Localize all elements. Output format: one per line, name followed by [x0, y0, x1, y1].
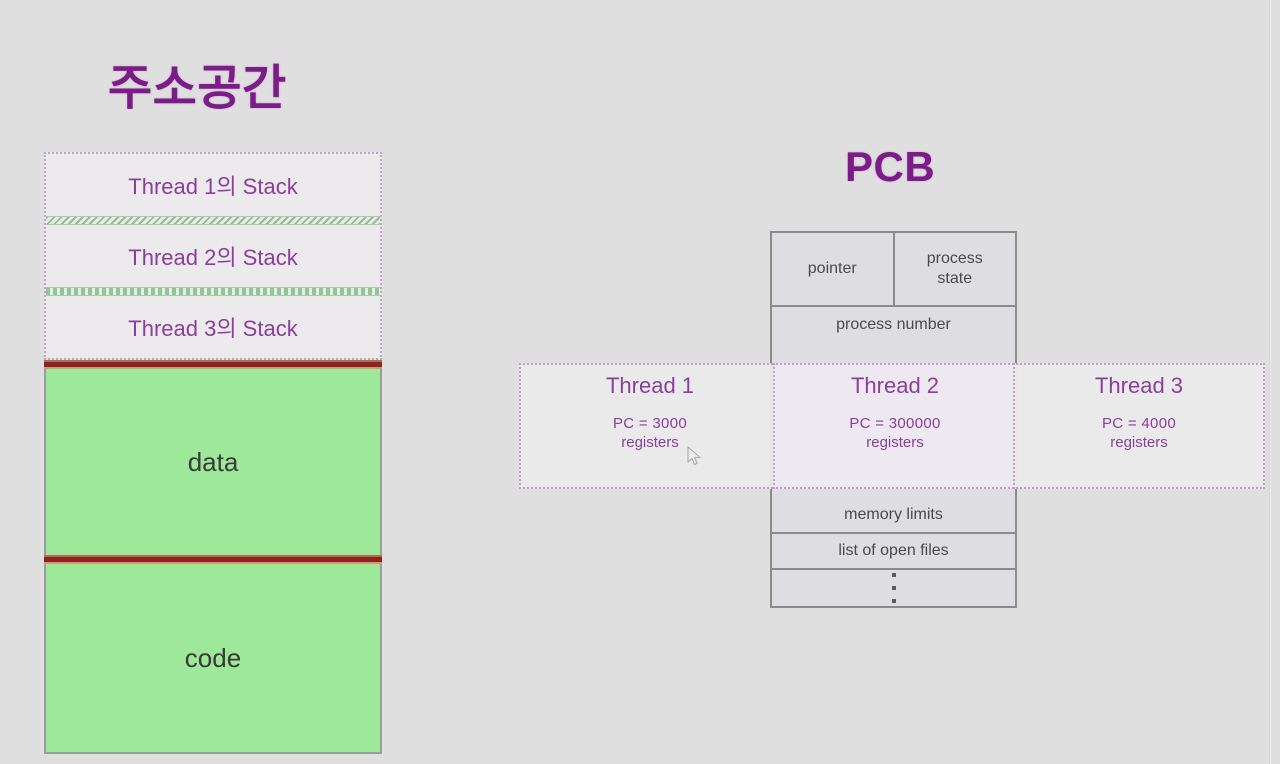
pcb-cell-label: process number	[836, 316, 951, 333]
memory-block-label: data	[187, 446, 239, 477]
thread-stack-label: Thread 1의 Stack	[128, 174, 298, 199]
thread-pc: PC = 4000	[1101, 415, 1176, 432]
pcb-row-process-number: process number	[772, 307, 1015, 343]
stack-separator-zigzag	[46, 216, 380, 225]
pcb-cell-open-files: list of open files	[772, 534, 1015, 568]
pcb-cell-process-state: process state	[895, 233, 1016, 305]
pcb-cell-pointer: pointer	[772, 233, 895, 305]
mouse-cursor-icon	[687, 446, 702, 466]
thread-stack-row: Thread 3의 Stack	[46, 296, 380, 358]
stack-separator-dotted	[46, 287, 380, 296]
pcb-cell-memory-limits: memory limits	[772, 498, 1015, 532]
thread-pc: PC = 300000	[849, 415, 941, 432]
address-space-title: 주소공간	[108, 62, 287, 115]
thread-stack-label: Thread 2의 Stack	[128, 245, 298, 270]
thread-registers: registers	[1110, 434, 1168, 451]
memory-block-data: data	[44, 369, 382, 555]
segment-divider-top	[44, 360, 382, 369]
thread-title: Thread 1	[605, 373, 695, 398]
thread-stack-row: Thread 1의 Stack	[46, 154, 380, 216]
vertical-ellipsis-icon	[891, 573, 896, 603]
thread-registers: registers	[866, 434, 924, 451]
pcb-cell-label: memory limits	[844, 506, 943, 523]
thread-box-3: Thread 3 PC = 4000 registers	[1013, 363, 1265, 489]
pcb-title: PCB	[845, 143, 936, 190]
memory-block-label: code	[184, 642, 242, 673]
memory-block-code: code	[44, 564, 382, 754]
pcb-table-top: pointer process state process number	[770, 231, 1017, 345]
thread-box-1: Thread 1 PC = 3000 registers	[519, 363, 781, 489]
pcb-table-bottom: memory limits list of open files	[770, 498, 1017, 608]
thread-pc: PC = 3000	[612, 415, 687, 432]
pcb-row-pointer-state: pointer process state	[772, 233, 1015, 307]
thread-title: Thread 2	[850, 373, 940, 398]
pcb-cell-label: pointer	[807, 260, 857, 277]
pcb-row-open-files: list of open files	[772, 534, 1015, 570]
pcb-row-continuation	[772, 570, 1015, 606]
pcb-row-memory-limits: memory limits	[772, 498, 1015, 534]
thread-stacks-box: Thread 1의 Stack Thread 2의 Stack Thread 3…	[44, 152, 382, 360]
pcb-cell-process-number: process number	[772, 307, 1015, 343]
thread-stack-row: Thread 2의 Stack	[46, 225, 380, 287]
thread-stack-label: Thread 3의 Stack	[128, 316, 298, 341]
page-edge-rule	[1269, 0, 1271, 764]
thread-box-2: Thread 2 PC = 300000 registers	[773, 363, 1017, 489]
thread-title: Thread 3	[1094, 373, 1184, 398]
pcb-cell-label: process state	[926, 250, 983, 287]
address-space-diagram: Thread 1의 Stack Thread 2의 Stack Thread 3…	[44, 152, 382, 754]
pcb-cell-label: list of open files	[838, 542, 949, 559]
segment-divider-middle	[44, 555, 382, 564]
thread-registers: registers	[621, 434, 679, 451]
